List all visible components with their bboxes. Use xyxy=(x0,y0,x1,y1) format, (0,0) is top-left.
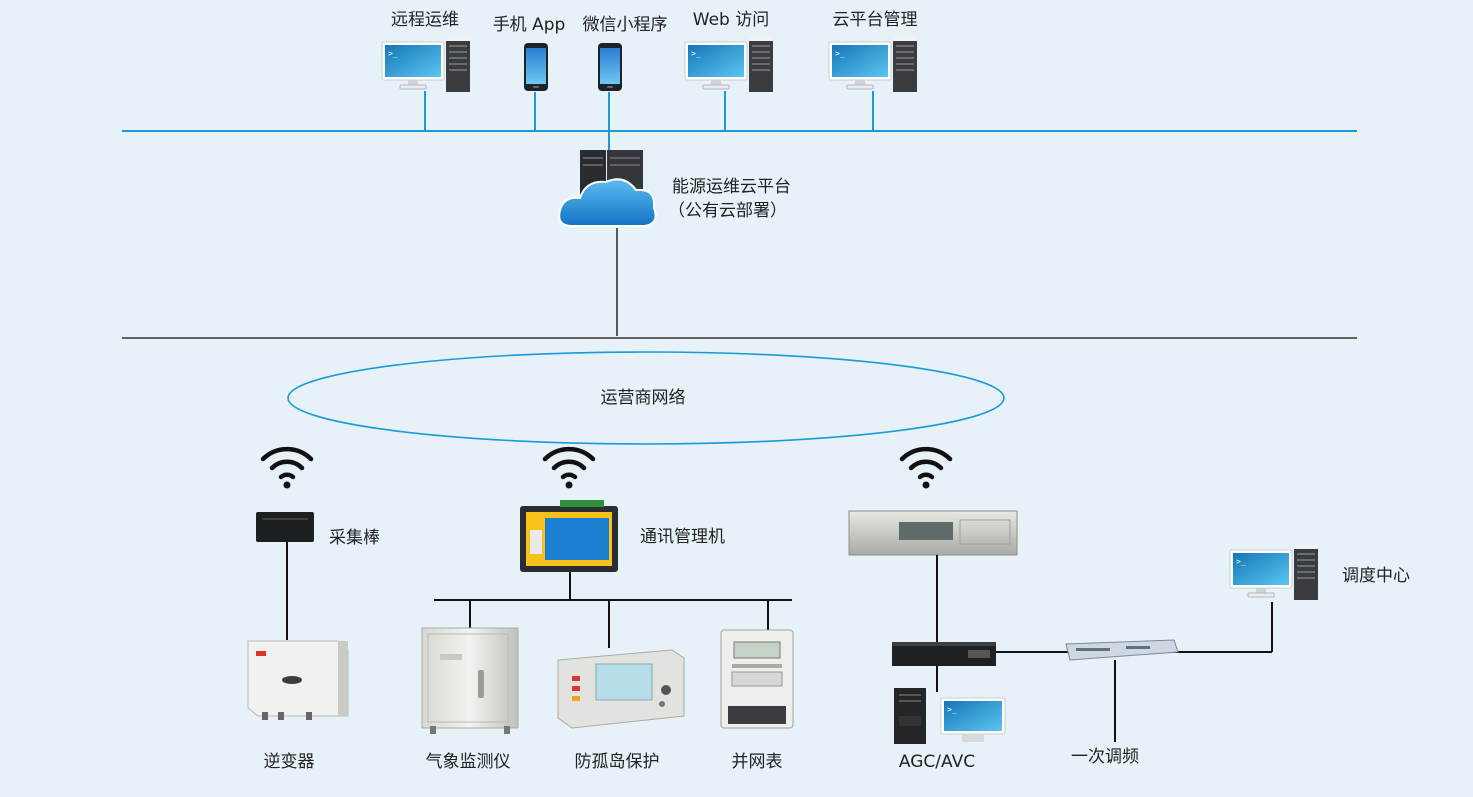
remote-ops-label: 远程运维 xyxy=(391,10,459,30)
wifi-icon xyxy=(545,449,593,488)
wifi-icon xyxy=(902,449,950,488)
anti-islanding-label: 防孤岛保护 xyxy=(574,752,660,772)
web-access-label: Web 访问 xyxy=(692,10,770,30)
inverter-icon xyxy=(247,640,349,720)
cloud-mgmt-label: 云平台管理 xyxy=(832,10,918,30)
cloud-platform-name: 能源运维云平台 xyxy=(672,177,791,197)
weather-label: 气象监测仪 xyxy=(425,752,511,772)
frequency-regulation-device-icon xyxy=(1065,639,1179,661)
rack-terminal-icon xyxy=(848,510,1018,556)
comm-manager-icon xyxy=(520,500,618,572)
dispatch-center-label: 调度中心 xyxy=(1342,566,1410,586)
inverter-label: 逆变器 xyxy=(263,752,315,772)
cloud-mgmt-pc-icon xyxy=(828,36,918,93)
cloud-platform-sub: （公有云部署） xyxy=(668,201,787,221)
wifi-icon xyxy=(263,449,311,488)
server-unit-icon xyxy=(892,642,996,666)
grid-meter-label: 并网表 xyxy=(731,752,783,772)
collector-label: 采集棒 xyxy=(329,528,380,548)
cloud-icon xyxy=(558,178,657,227)
carrier-network-ellipse xyxy=(287,351,1005,445)
weather-station-cabinet-icon xyxy=(421,627,519,734)
freq-reg-label: 一次调频 xyxy=(1071,747,1139,767)
agc-avc-label: AGC/AVC xyxy=(898,752,976,772)
dispatch-center-pc-icon xyxy=(1229,544,1319,601)
wechat-phone-icon xyxy=(598,43,622,91)
anti-islanding-device-icon xyxy=(557,649,685,729)
wechat-mini-label: 微信小程序 xyxy=(582,15,668,35)
mobile-app-phone-icon xyxy=(524,43,548,91)
mobile-app-label: 手机 App xyxy=(492,15,566,35)
grid-meter-icon xyxy=(720,629,794,729)
remote-ops-pc-icon xyxy=(381,36,471,93)
svg-text:>_: >_ xyxy=(947,705,957,714)
carrier-network-label: 运营商网络 xyxy=(600,388,686,408)
collector-stick-icon xyxy=(256,512,314,542)
web-access-pc-icon xyxy=(684,36,774,93)
agc-avc-workstation-icon: >_ xyxy=(894,688,1006,744)
comm-manager-label: 通讯管理机 xyxy=(640,527,725,547)
